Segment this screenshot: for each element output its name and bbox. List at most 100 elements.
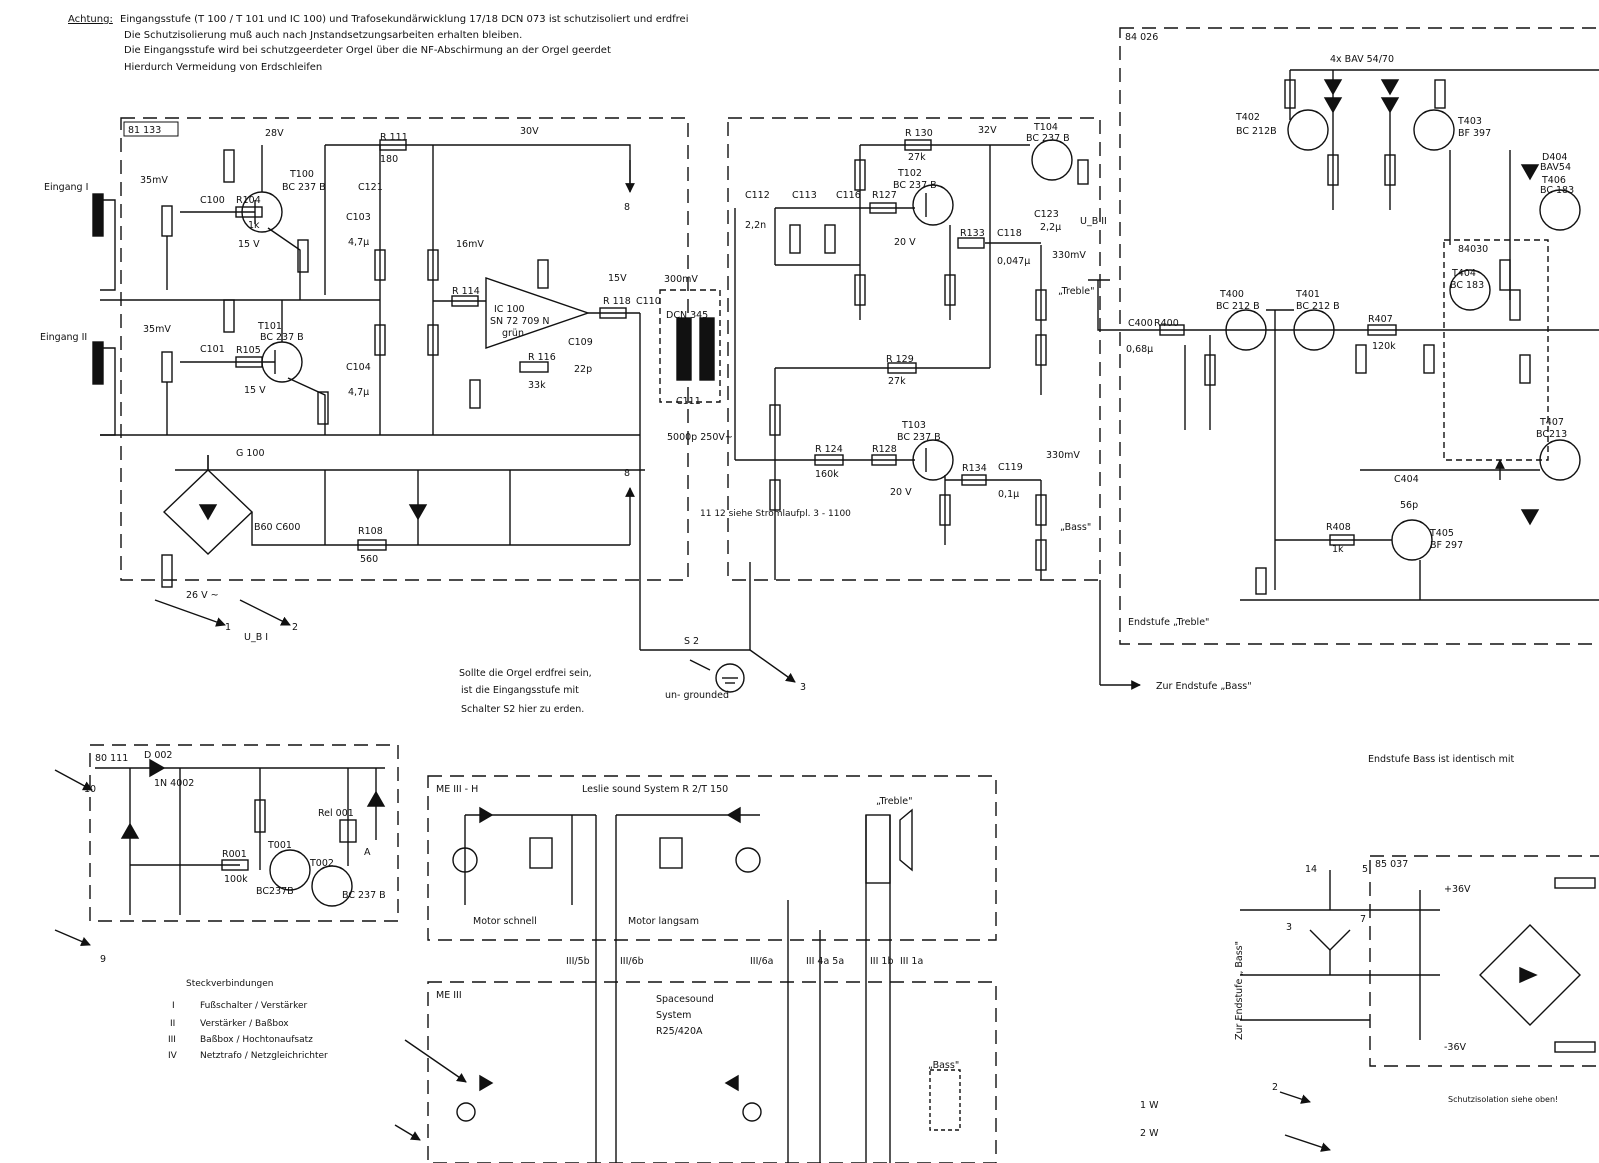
resistor-r128 — [871, 454, 897, 466]
value-r108: 560 — [360, 554, 378, 565]
label-c118: C118 — [997, 228, 1022, 239]
label-t405: T405 — [1429, 528, 1454, 539]
treble-amp-labels: 84 026 4x BAV 54/70 T402 BC 212B T403 BF… — [1125, 32, 1574, 765]
psu-rectifier — [1479, 924, 1581, 1026]
pin-7: 7 — [1360, 914, 1366, 925]
pin-9: 9 — [100, 954, 106, 965]
label-c116: C116 — [836, 190, 861, 201]
motor-section — [394, 775, 997, 1163]
label-r130: R 130 — [905, 128, 933, 139]
resistor-r111 — [379, 139, 407, 151]
type-t102: BC 237 B — [893, 180, 937, 191]
resistor-r123 — [824, 224, 836, 254]
label-treble-pot: „Treble" — [1058, 286, 1094, 297]
label-c121: C121 — [358, 182, 383, 193]
label-r111: R 111 — [380, 132, 408, 143]
resistor-r103 — [223, 299, 235, 333]
plug-5: III 1b — [870, 956, 894, 967]
voltage-15v-b: 15 V — [244, 385, 266, 396]
rectifier-diode — [198, 504, 218, 521]
plug-2: III/6b — [620, 956, 644, 967]
label-t404: T404 — [1451, 268, 1476, 279]
label-r114: R 114 — [452, 286, 480, 297]
tone-stage-labels: 32V R 130 27k T104 BC 237 B C112 2,2n C1… — [459, 122, 1252, 715]
arrow-ub1-2 — [239, 599, 291, 626]
input-jack-2 — [92, 341, 104, 385]
label-r124: R 124 — [815, 444, 843, 455]
label-t100: T100 — [289, 169, 314, 180]
pin-8-upper: 8 — [624, 202, 630, 213]
label-c400: C400 — [1128, 318, 1153, 329]
box-me3h-title: Leslie sound System R 2/T 150 — [582, 784, 728, 795]
diode-d001 — [120, 822, 140, 839]
header-note-prefix: Achtung: — [68, 14, 113, 25]
pin-5: 5 — [1362, 864, 1368, 875]
label-c113: C113 — [792, 190, 817, 201]
input-board-tag — [123, 121, 179, 137]
label-t400: T400 — [1219, 289, 1244, 300]
value-c123: 2,2µ — [1040, 222, 1061, 233]
transistor-t406 — [1539, 189, 1581, 231]
header-note-line4: Hierdurch Vermeidung von Erdschleifen — [124, 62, 322, 73]
label-c110: C110 — [636, 296, 661, 307]
jack2-wire — [100, 347, 116, 436]
relay-board-outline — [89, 744, 399, 922]
header-note-line1: Eingangsstufe (T 100 / T 101 und IC 100)… — [120, 14, 688, 25]
transistor-t104 — [1031, 139, 1073, 181]
psu-section — [1240, 855, 1599, 1152]
label-t102: T102 — [897, 168, 922, 179]
wattage-2: 2 W — [1140, 1128, 1159, 1139]
transistor-t002 — [311, 865, 353, 907]
tone-board-outline — [727, 117, 1101, 581]
transistor-t001 — [269, 849, 311, 891]
arrow-pin3 — [749, 649, 796, 683]
value-c112: 2,2n — [745, 220, 766, 231]
caption-zur-endstufe-bass: Zur Endstufe „Bass" — [1156, 681, 1252, 692]
plug-4: III 4a 5a — [806, 956, 844, 967]
resistor-r414 — [1519, 354, 1531, 384]
resistor-r116 — [519, 361, 549, 373]
ic100-name: IC 100 — [494, 304, 525, 315]
label-t407: T407 — [1539, 417, 1564, 428]
legend-num-1: I — [172, 1001, 175, 1011]
label-t101: T101 — [257, 321, 282, 332]
pin-8-lower: 8 — [624, 468, 630, 479]
motor-4 — [742, 1102, 762, 1122]
value-c111: 5000p 250V~ — [667, 432, 733, 443]
signal-330mv-a: 330mV — [1052, 250, 1086, 261]
label-bav: 4x BAV 54/70 — [1330, 54, 1394, 65]
label-t001: T001 — [267, 840, 292, 851]
voltage-28v: 28V — [265, 128, 284, 139]
value-r124: 160k — [815, 469, 839, 480]
label-r400: R400 — [1154, 318, 1179, 329]
type-t403: BF 397 — [1458, 128, 1491, 139]
type-t406: BC 183 — [1540, 185, 1574, 196]
label-s2: S 2 — [684, 636, 699, 647]
label-r108: R108 — [358, 526, 383, 537]
transformer-outline — [659, 289, 721, 403]
value-c118: 0,047µ — [997, 256, 1030, 267]
voltage-20v-b: 20 V — [890, 487, 912, 498]
label-r133: R133 — [960, 228, 985, 239]
value-c103: 4,7µ — [348, 237, 369, 248]
ic100-color: grün — [502, 328, 524, 339]
diode-d401 — [1323, 97, 1343, 114]
resistor-r403 — [1284, 79, 1296, 109]
pot-r411 — [1509, 289, 1521, 321]
voltage-26v: 26 V ~ — [186, 590, 219, 601]
motor4-diode — [724, 1074, 739, 1092]
bass-speaker-box — [929, 1069, 961, 1131]
label-t401: T401 — [1295, 289, 1320, 300]
type-g100: B60 C600 — [254, 522, 300, 533]
label-c104: C104 — [346, 362, 371, 373]
transistor-t404 — [1449, 269, 1491, 311]
type-t100: BC 237 B — [282, 182, 326, 193]
type-t400: BC 212 B — [1216, 301, 1260, 312]
caption-schutz: Schutzisolation siehe oben! — [1448, 1095, 1558, 1104]
label-r129: R 129 — [886, 354, 914, 365]
label-r128: R128 — [872, 444, 897, 455]
opamp-ic100 — [485, 277, 591, 349]
input-jack-1 — [92, 193, 104, 237]
voltage-minus36: -36V — [1444, 1042, 1467, 1053]
resistor-r137 — [1077, 159, 1089, 185]
